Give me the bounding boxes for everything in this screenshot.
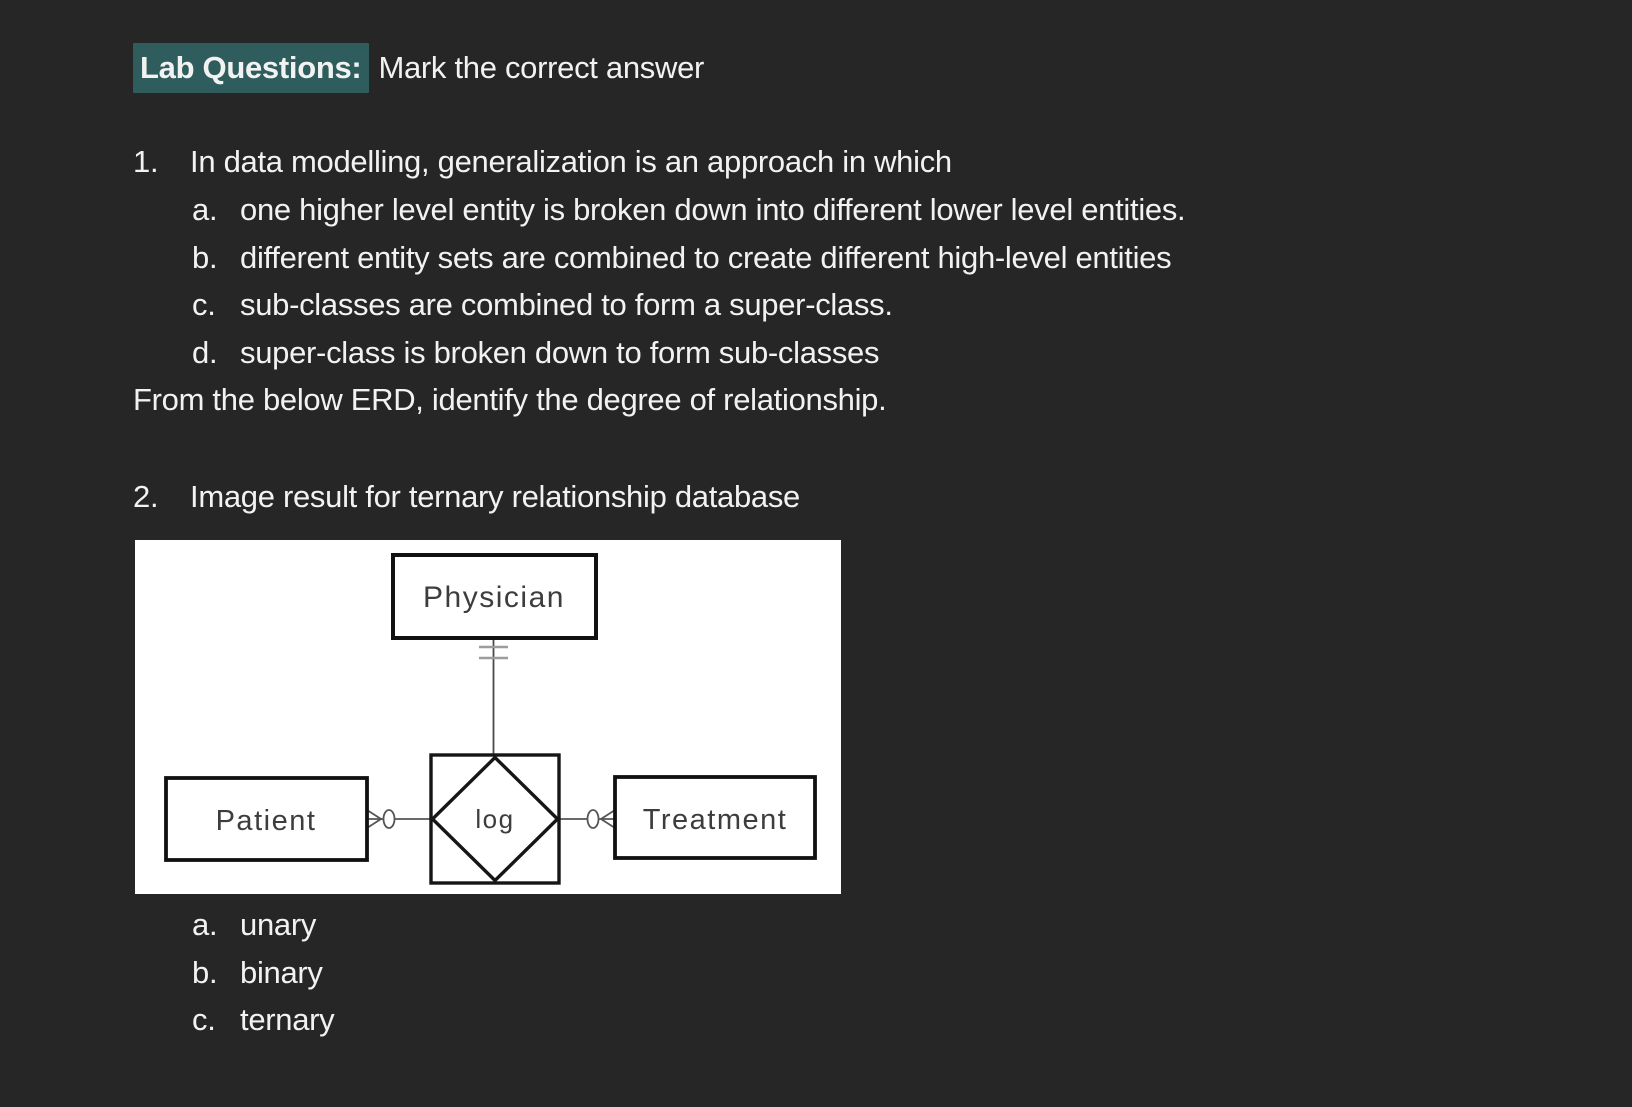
erd-relationship-label: log bbox=[475, 804, 514, 834]
erd-entity-box-physician bbox=[391, 553, 598, 640]
erd-entity-physician-label: Physician bbox=[423, 581, 565, 614]
erd-crowfoot-left-upper bbox=[366, 809, 382, 820]
q1-option-d-marker: d. bbox=[192, 335, 218, 370]
question-2: 2. Image result for ternary relationship… bbox=[133, 473, 800, 521]
q1-option-b: b. different entity sets are combined to… bbox=[192, 234, 1172, 282]
title-line: Lab Questions: Mark the correct answer bbox=[133, 43, 704, 93]
erd-entity-patient-label: Patient bbox=[216, 805, 317, 837]
question-1: 1. In data modelling, generalization is … bbox=[133, 138, 952, 186]
erd-diagram-image: Physician log Patient Treatment bbox=[135, 540, 841, 894]
erd-note: From the below ERD, identify the degree … bbox=[133, 376, 887, 424]
q1-option-c: c. sub-classes are combined to form a su… bbox=[192, 281, 893, 329]
erd-diagram: Physician log Patient Treatment bbox=[164, 553, 817, 885]
q2-option-a-marker: a. bbox=[192, 907, 218, 942]
q1-option-a: a. one higher level entity is broken dow… bbox=[192, 186, 1186, 234]
erd-note-text: From the below ERD, identify the degree … bbox=[133, 382, 887, 417]
erd-crowfoot-right-upper bbox=[600, 809, 616, 820]
q1-option-c-text: sub-classes are combined to form a super… bbox=[240, 287, 893, 322]
question-1-text: In data modelling, generalization is an … bbox=[190, 144, 952, 179]
q2-option-a: a. unary bbox=[192, 901, 316, 949]
q1-option-d-text: super-class is broken down to form sub-c… bbox=[240, 335, 880, 370]
q1-option-b-text: different entity sets are combined to cr… bbox=[240, 240, 1172, 275]
erd-entity-treatment-label: Treatment bbox=[643, 804, 788, 836]
q1-option-a-marker: a. bbox=[192, 192, 218, 227]
q2-option-b-marker: b. bbox=[192, 955, 218, 990]
erd-crowfoot-left-lower bbox=[366, 818, 382, 829]
q1-option-d: d. super-class is broken down to form su… bbox=[192, 329, 879, 377]
q1-option-c-marker: c. bbox=[192, 287, 216, 322]
erd-entity-box-treatment bbox=[613, 775, 817, 860]
erd-optional-circle-right bbox=[586, 809, 600, 829]
q2-option-b: b. binary bbox=[192, 949, 323, 997]
title-highlight: Lab Questions: bbox=[133, 43, 370, 93]
title-instruction: Mark the correct answer bbox=[378, 50, 705, 85]
q2-option-a-text: unary bbox=[240, 907, 317, 942]
question-2-marker: 2. bbox=[133, 479, 159, 514]
erd-relationship-diamond bbox=[430, 755, 560, 883]
q2-option-b-text: binary bbox=[240, 955, 323, 990]
erd-entity-box-patient bbox=[164, 776, 369, 862]
q2-option-c: c. ternary bbox=[192, 996, 335, 1044]
erd-optional-circle-left bbox=[382, 809, 396, 829]
erd-crowfoot-right-lower bbox=[600, 818, 616, 829]
question-2-text: Image result for ternary relationship da… bbox=[190, 479, 800, 514]
q2-option-c-marker: c. bbox=[192, 1002, 216, 1037]
q1-option-a-text: one higher level entity is broken down i… bbox=[240, 192, 1186, 227]
q1-option-b-marker: b. bbox=[192, 240, 218, 275]
q2-option-c-text: ternary bbox=[240, 1002, 335, 1037]
question-1-marker: 1. bbox=[133, 144, 159, 179]
